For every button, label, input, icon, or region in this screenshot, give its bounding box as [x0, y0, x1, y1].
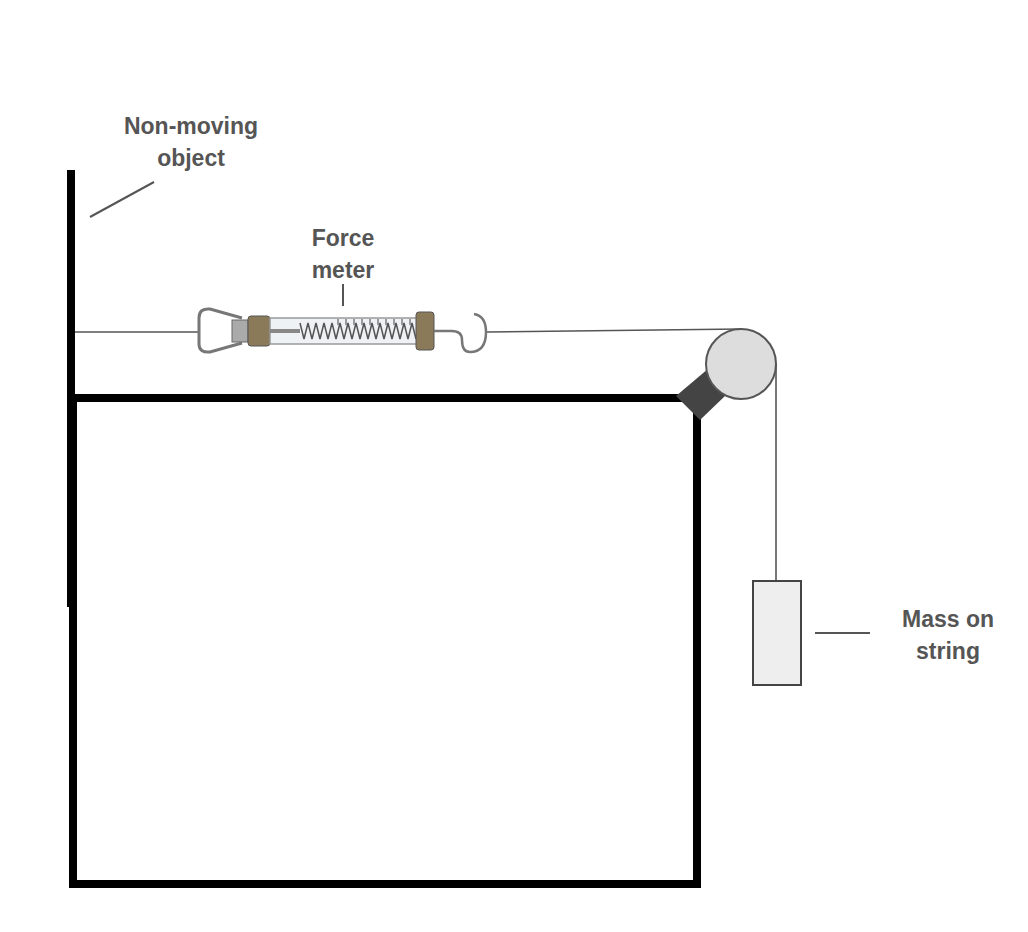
string	[487, 329, 741, 332]
leader-line	[815, 632, 870, 634]
part-label: Force meter	[283, 222, 403, 286]
fixed-post	[67, 170, 75, 607]
leader-line	[90, 182, 154, 217]
pulley	[706, 329, 776, 399]
hanging-mass	[753, 581, 801, 685]
string	[75, 331, 200, 333]
force-meter	[199, 309, 486, 352]
part-label: Mass on string	[883, 603, 1013, 667]
leader-line	[342, 284, 344, 306]
table	[73, 398, 697, 884]
part-label: Non-moving object	[106, 110, 276, 174]
string	[775, 364, 777, 582]
